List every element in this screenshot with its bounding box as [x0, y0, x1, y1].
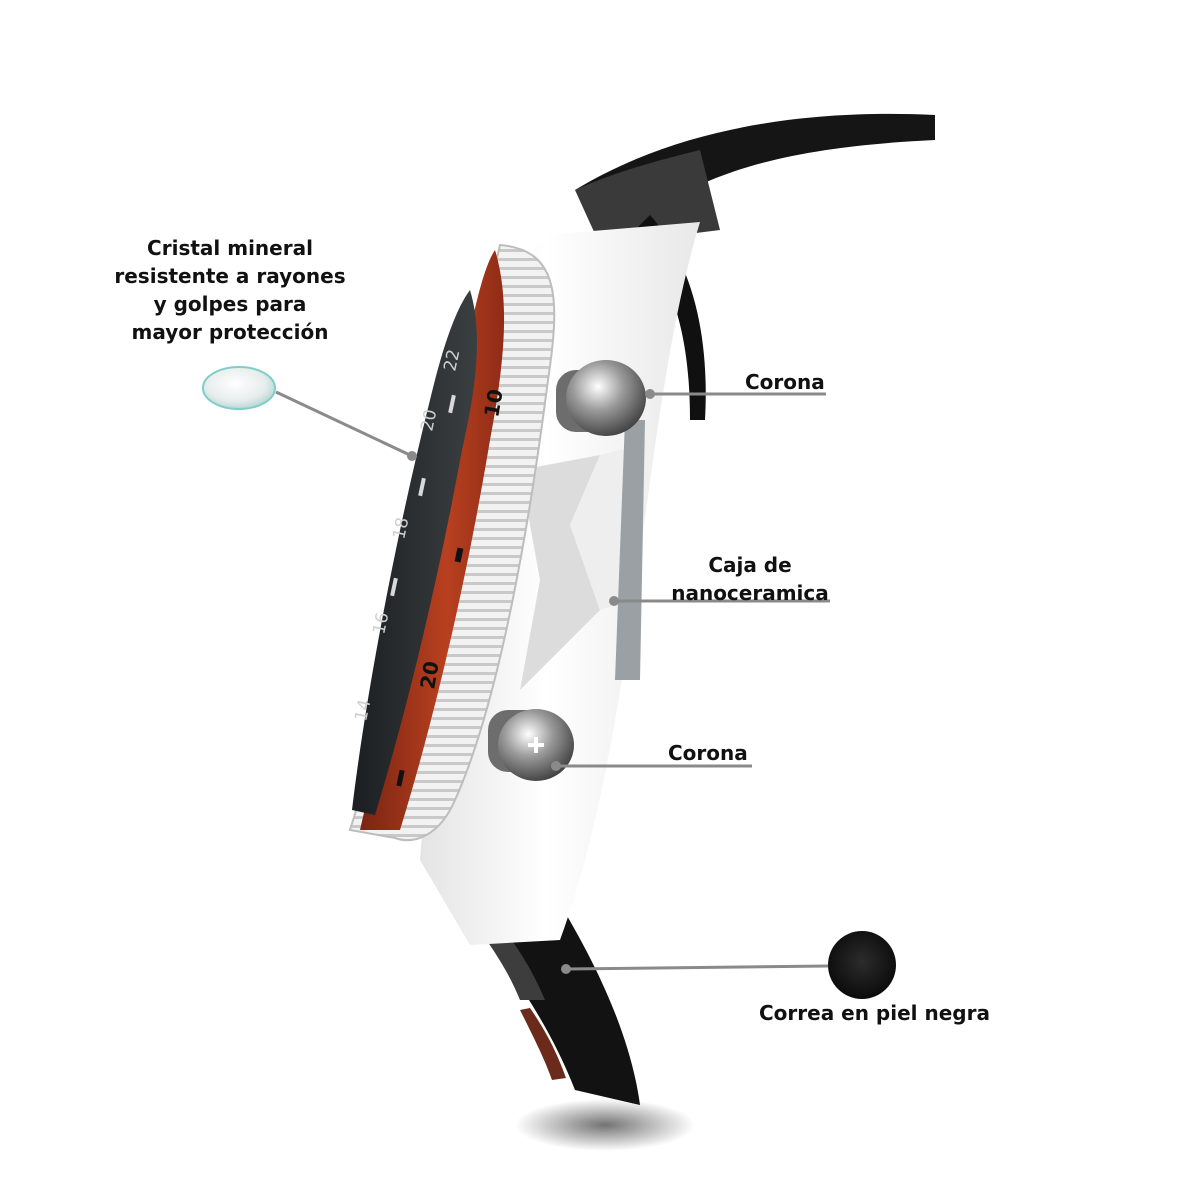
leader-end-dots	[407, 389, 655, 974]
crown-bottom	[488, 709, 574, 781]
callout-case-line-1: Caja de	[708, 553, 792, 577]
callout-crystal-line-2: resistente a rayones	[114, 264, 346, 288]
callout-crystal: Cristal mineral resistente a rayones y g…	[95, 234, 365, 346]
dial-numeral-20: 20	[417, 408, 441, 433]
dial-numerals: 22 20 18 16 14	[351, 348, 464, 723]
dial-numeral-16: 16	[369, 611, 393, 636]
callout-crystal-line-4: mayor protección	[131, 320, 329, 344]
swiss-cross-icon	[528, 737, 544, 753]
crystal-lens-swatch-icon	[202, 366, 276, 410]
leader-crystal	[275, 390, 413, 458]
case-back-metal	[615, 420, 645, 680]
watch-dial	[352, 290, 477, 815]
ground-shadow	[515, 1099, 695, 1151]
callout-leader-lines	[275, 390, 830, 971]
leather-swatch-icon	[828, 931, 896, 999]
bezel-markers	[396, 547, 464, 787]
callout-crystal-line-3: y golpes para	[153, 292, 307, 316]
dial-numeral-14: 14	[351, 698, 375, 723]
bezel-numeral-20: 20	[415, 659, 443, 691]
strap-top-edge	[575, 150, 720, 245]
case-facet	[520, 455, 600, 690]
bezel-numeral-10: 10	[479, 387, 507, 419]
bezel-numerals: 10 20	[415, 387, 507, 691]
dial-numeral-18: 18	[389, 516, 413, 541]
callout-strap: Correa en piel negra	[759, 1001, 990, 1025]
strap-stitch-accent	[520, 1008, 566, 1080]
dial-markers	[390, 394, 456, 597]
callout-case-line-2: nanoceramica	[671, 581, 829, 605]
callout-crown-bottom: Corona	[668, 741, 748, 765]
dial-numeral-22: 22	[440, 348, 464, 373]
leader-strap	[565, 964, 829, 971]
callout-crystal-line-1: Cristal mineral	[147, 236, 313, 260]
callout-case: Caja de nanoceramica	[660, 551, 840, 607]
callout-crown-top: Corona	[745, 370, 825, 394]
crown-top	[556, 360, 646, 436]
